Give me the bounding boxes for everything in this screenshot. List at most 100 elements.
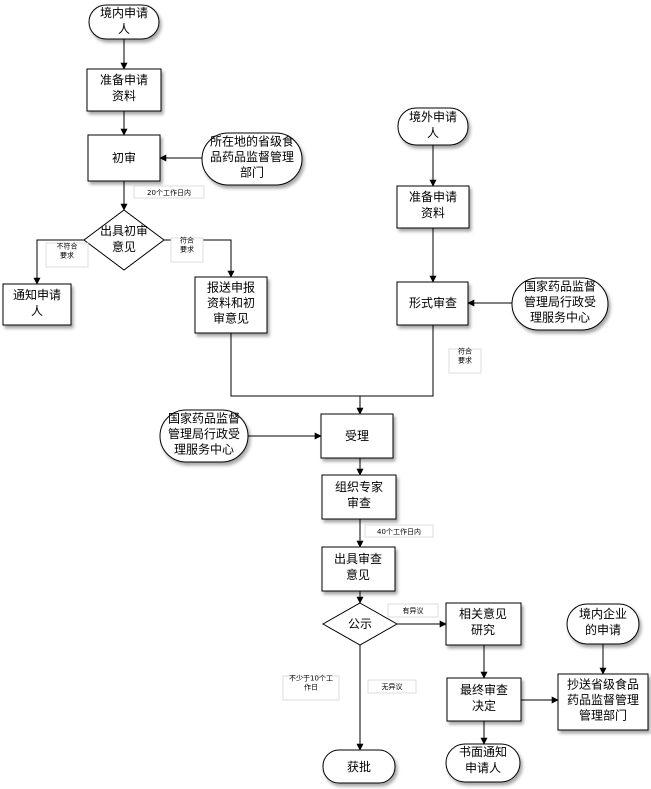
decision-initial-opinion: 出具初审意见	[83, 209, 165, 271]
note-days-20: 20个工作日内	[133, 185, 205, 199]
node-notify-applicant: 通知申请人	[2, 283, 72, 326]
node-initial-review-label-line-1: 初审	[112, 150, 136, 165]
node-submit-materials-opinion-label-line-2: 资料和初	[207, 296, 255, 310]
node-final-decision: 最终审查决定	[446, 677, 522, 722]
line-submit-to-acceptance	[230, 333, 360, 397]
note-not-compliant-text-line-1: 不符合	[57, 241, 78, 250]
node-related-opinion-study: 相关意见研究	[445, 602, 522, 646]
node-domestic-applicant: 境内申请人	[88, 4, 160, 40]
node-prepare-materials-domestic-label: 准备申请资料	[100, 73, 148, 103]
node-prepare-materials-domestic-label-line-1: 准备申请	[100, 73, 148, 87]
node-national-service-center-right-label: 国家药品监督管理局行政受理服务中心	[524, 278, 596, 324]
node-prepare-materials-domestic: 准备申请资料	[86, 68, 162, 112]
node-submit-materials-opinion-label-line-1: 报送申报	[207, 279, 255, 294]
node-review-opinion-label-line-1: 出具审查	[334, 551, 382, 566]
node-overseas-applicant: 境外申请人	[397, 107, 469, 146]
node-initial-review-label: 初审	[112, 150, 136, 165]
note-has-objection-text: 有异议	[403, 606, 424, 615]
note-compliant-right-text-line-1: 符合	[458, 346, 472, 355]
node-prepare-materials-overseas-label-line-2: 资料	[421, 206, 445, 220]
note-no-objection-text: 无异议	[382, 683, 403, 691]
decision-publicity-label-line-1: 公示	[348, 617, 372, 631]
node-provincial-food-drug-dept-label-line-1: 所在地的省级食	[210, 133, 294, 148]
node-written-notice-label-line-1: 书面通知	[459, 745, 507, 759]
note-compliant-right: 符合要求	[448, 346, 482, 374]
decision-publicity: 公示	[321, 602, 399, 646]
note-days-40-text: 40个工作日内	[377, 527, 421, 536]
node-approval: 获批	[322, 749, 396, 784]
node-copy-to-provincial-label-line-2: 药品监督管理	[567, 692, 639, 707]
node-domestic-enterprise-application-label: 境内企业的申请	[579, 606, 627, 637]
node-expert-review-label-line-2: 审查	[347, 495, 371, 510]
node-domestic-applicant-label-line-1: 境内申请	[100, 5, 148, 20]
decision-initial-opinion-label: 出具初审意见	[100, 223, 148, 254]
node-national-service-center-right-label-line-3: 理服务中心	[530, 310, 590, 325]
node-initial-review: 初审	[87, 134, 161, 182]
node-notify-applicant-label-line-1: 通知申请	[13, 288, 61, 302]
note-compliant-right-text: 符合要求	[458, 346, 472, 364]
note-has-objection: 有异议	[387, 603, 439, 618]
node-national-service-center-right: 国家药品监督管理局行政受理服务中心	[511, 277, 609, 331]
node-provincial-food-drug-dept-label-line-2: 品药品监督管理	[210, 149, 294, 164]
node-domestic-enterprise-application: 境内企业的申请	[566, 603, 640, 645]
node-written-notice-label: 书面通知申请人	[459, 745, 507, 775]
node-related-opinion-study-label-line-1: 相关意见	[459, 606, 507, 621]
node-prepare-materials-overseas-label: 准备申请资料	[409, 190, 457, 220]
node-approval-label: 获批	[347, 759, 371, 774]
node-national-service-center-left: 国家药品监督管理局行政受理服务中心	[159, 409, 249, 463]
node-provincial-food-drug-dept: 所在地的省级食品药品监督管理部门	[201, 132, 303, 186]
decision-initial-opinion-label-line-1: 出具初审	[100, 223, 148, 238]
node-overseas-applicant-label: 境外申请人	[409, 109, 457, 140]
node-expert-review-label-line-1: 组织专家	[335, 479, 383, 494]
node-overseas-applicant-label-line-1: 境外申请	[409, 109, 457, 124]
node-acceptance-label: 受理	[345, 429, 369, 443]
note-compliant-left-text-line-2: 要求	[180, 245, 194, 254]
decision-initial-opinion-label-line-2: 意见	[112, 239, 136, 254]
arrow-opinion-to-notify	[33, 239, 84, 285]
node-provincial-food-drug-dept-label: 所在地的省级食品药品监督管理部门	[210, 133, 294, 179]
note-not-compliant-text: 不符合要求	[57, 241, 78, 259]
node-domestic-applicant-label-line-2: 人	[118, 22, 130, 36]
note-days-20-text-line-1: 20个工作日内	[147, 188, 191, 197]
node-provincial-food-drug-dept-label-line-3: 部门	[240, 165, 264, 180]
node-overseas-applicant-label-line-2: 人	[427, 126, 439, 140]
node-prepare-materials-domestic-label-line-2: 资料	[112, 89, 136, 103]
node-national-service-center-right-label-line-2: 管理局行政受	[524, 294, 596, 309]
node-acceptance-label-line-1: 受理	[345, 429, 369, 443]
node-notify-applicant-label-line-2: 人	[31, 304, 43, 318]
note-compliant-right-text-line-2: 要求	[458, 356, 472, 365]
node-written-notice: 书面通知申请人	[445, 743, 521, 783]
node-expert-review: 组织专家审查	[321, 474, 397, 520]
node-national-service-center-left-label-line-2: 管理局行政受	[168, 426, 240, 441]
node-approval-label-line-1: 获批	[347, 759, 371, 774]
node-copy-to-provincial-label-line-1: 抄送省级食品	[567, 676, 639, 691]
node-review-opinion-label-line-2: 意见	[346, 567, 370, 582]
node-domestic-applicant-label: 境内申请人	[100, 5, 148, 36]
note-not-compliant: 不符合要求	[45, 241, 89, 268]
node-domestic-enterprise-application-label-line-2: 的申请	[585, 622, 621, 637]
node-acceptance: 受理	[320, 413, 394, 459]
node-national-service-center-left-label-line-1: 国家药品监督	[168, 410, 240, 425]
node-expert-review-label: 组织专家审查	[335, 479, 383, 510]
node-prepare-materials-overseas-label-line-1: 准备申请	[409, 190, 457, 204]
node-final-decision-label: 最终审查决定	[460, 682, 508, 713]
note-at-least-10-days-text-line-1: 不少于10个工	[289, 675, 333, 683]
node-formal-review: 形式审查	[396, 281, 469, 326]
note-at-least-10-days: 不少于10个工作日	[282, 675, 340, 701]
note-at-least-10-days-text-line-2: 作日	[304, 683, 318, 692]
note-has-objection-text-line-1: 有异议	[403, 606, 424, 615]
note-no-objection-text-line-1: 无异议	[382, 683, 403, 691]
node-notify-applicant-label: 通知申请人	[13, 288, 61, 318]
note-no-objection: 无异议	[367, 679, 417, 694]
note-days-40-text-line-1: 40个工作日内	[377, 527, 421, 536]
node-formal-review-label-line-1: 形式审查	[409, 295, 457, 310]
decision-publicity-label: 公示	[348, 617, 372, 631]
node-final-decision-label-line-2: 决定	[472, 698, 496, 713]
note-compliant-left-text-line-1: 符合	[180, 235, 194, 244]
note-days-40: 40个工作日内	[364, 524, 434, 538]
node-copy-to-provincial: 抄送省级食品药品监督管理管理部门	[557, 673, 649, 731]
note-compliant-left-text: 符合要求	[180, 235, 194, 253]
node-national-service-center-left-label-line-3: 理服务中心	[174, 442, 234, 457]
note-compliant-left: 符合要求	[170, 235, 204, 263]
